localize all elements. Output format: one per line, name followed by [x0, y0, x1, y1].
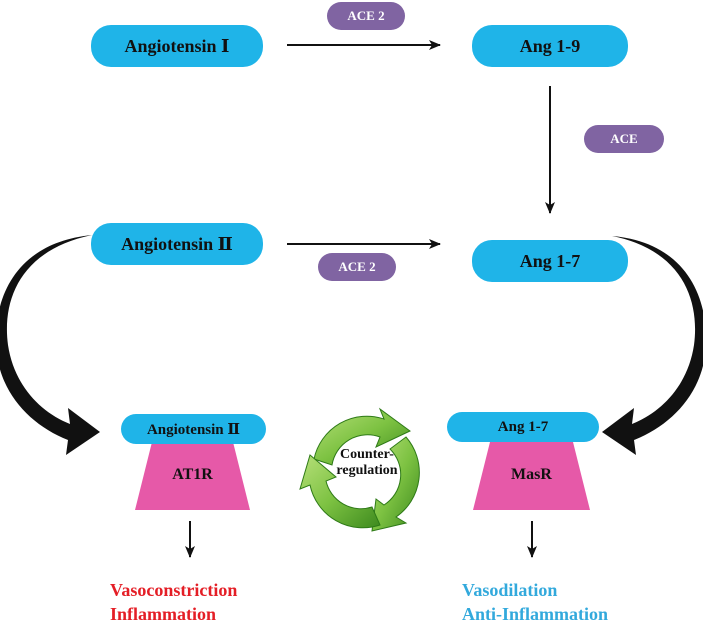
masr-receptor-shape [473, 442, 590, 510]
receptor-at1r-label: AT1R [172, 466, 213, 483]
node-ang-1-7: Ang 1-7 [472, 240, 628, 282]
enzyme-ace: ACE [584, 125, 664, 153]
ligand-ang-1-7: Ang 1-7 [447, 412, 599, 442]
outcome-vasoconstriction: Vasoconstriction [110, 580, 238, 600]
ligand-angiotensin-2: Angiotensin Ⅱ [121, 414, 266, 444]
node-angiotensin-1: Angiotensin Ⅰ [91, 25, 263, 67]
at1r-receptor-shape [135, 442, 250, 510]
node-angiotensin-2: Angiotensin Ⅱ [91, 223, 263, 265]
outcome-right: Vasodilation Anti-Inflammation [462, 578, 608, 626]
outcome-vasodilation: Vasodilation [462, 580, 558, 600]
outcome-anti-inflammation: Anti-Inflammation [462, 604, 609, 624]
receptor-masr-label: MasR [511, 466, 552, 483]
node-ang-1-9: Ang 1-9 [472, 25, 628, 67]
enzyme-ace2-mid: ACE 2 [318, 253, 396, 281]
outcome-left: Vasoconstriction Inflammation [110, 578, 237, 626]
recycle-icon [299, 407, 420, 532]
curved-arrow-right [602, 236, 703, 455]
outcome-inflammation: Inflammation [110, 604, 217, 624]
counter-regulation-line1: Counter- [340, 447, 394, 462]
counter-regulation-label: Counter- regulation [327, 447, 407, 479]
enzyme-ace2-top: ACE 2 [327, 2, 405, 30]
curved-arrow-left [0, 235, 100, 455]
counter-regulation-line2: regulation [336, 463, 398, 478]
